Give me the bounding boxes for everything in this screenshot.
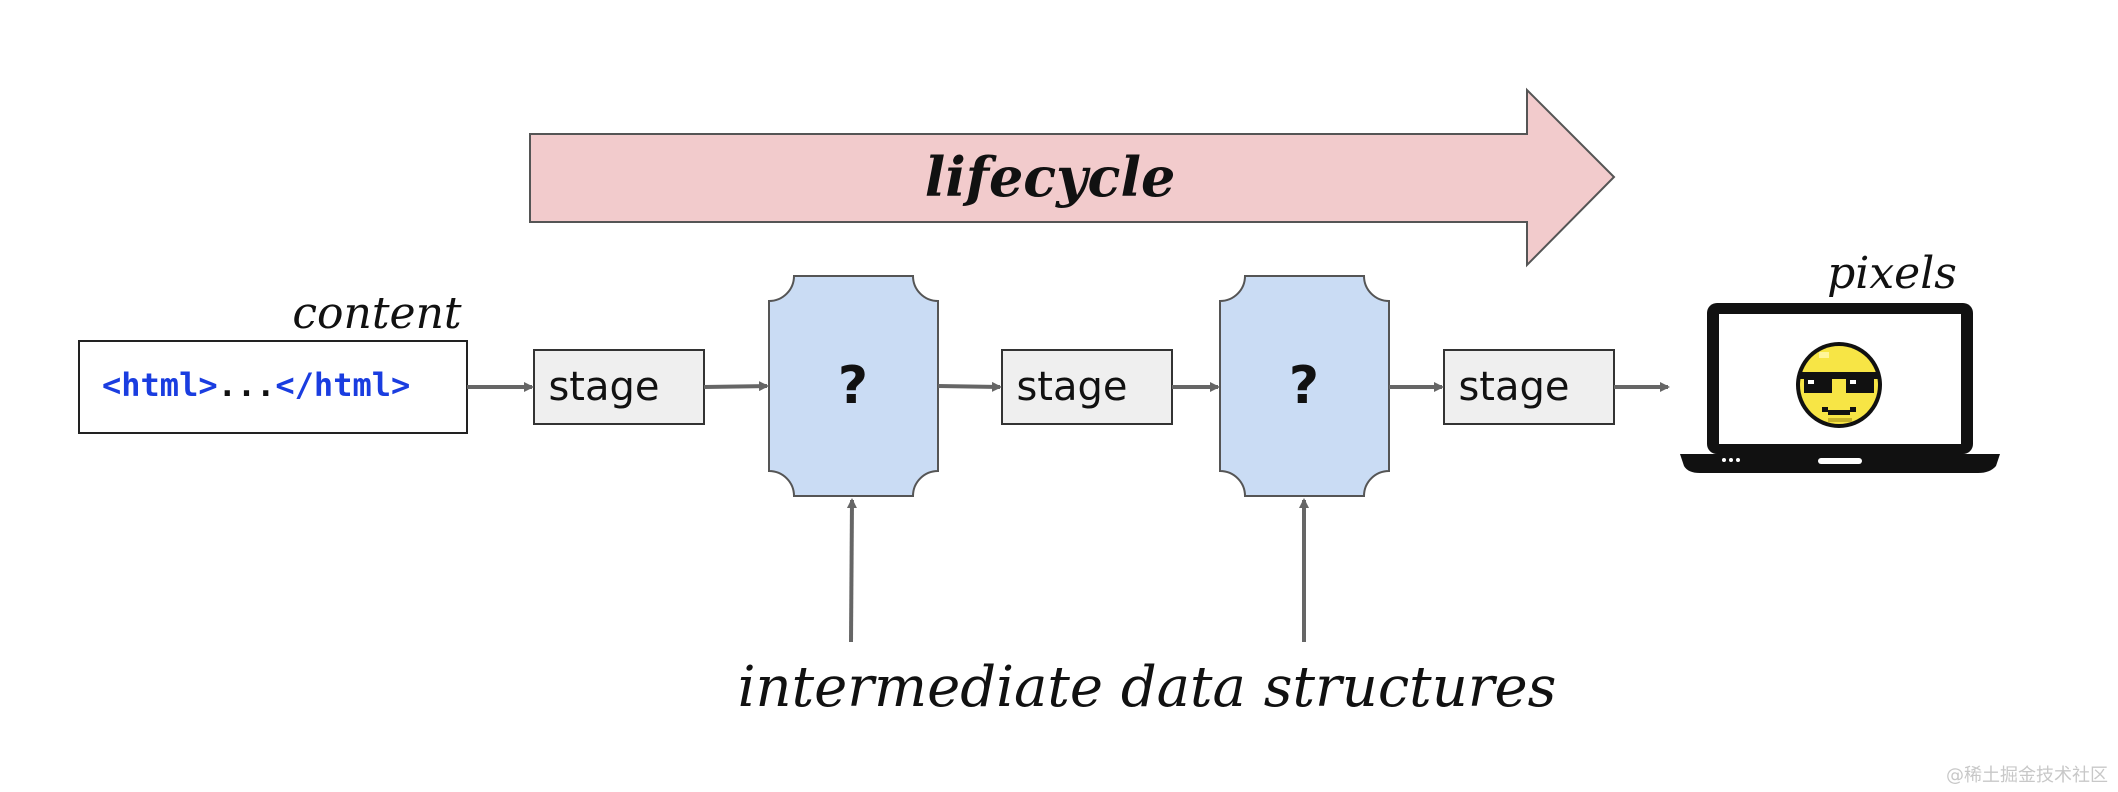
- stage-label-2: stage: [1016, 364, 1127, 410]
- laptop-icon: [1680, 303, 2000, 473]
- data-structure-label-2: ?: [1289, 356, 1319, 416]
- stage-box-2: stage: [1001, 349, 1173, 425]
- html-content-box: <html>...</html>: [78, 340, 468, 434]
- stage-box-1: stage: [533, 349, 705, 425]
- pixels-label: pixels: [1827, 248, 1957, 299]
- data-structure-label-1: ?: [838, 356, 868, 416]
- stage-label-1: stage: [548, 364, 659, 410]
- stage-label-3: stage: [1458, 364, 1569, 410]
- intermediate-label: intermediate data structures: [738, 655, 1557, 720]
- watermark: @稀土掘金技术社区: [1946, 765, 2108, 786]
- data-structure-box-2: ?: [1219, 275, 1390, 497]
- data-structure-box-1: ?: [768, 275, 939, 497]
- stage-box-3: stage: [1443, 349, 1615, 425]
- flow-arrow-ds1-to-stage2: [937, 381, 1002, 392]
- pointer-arrow-ds1: [846, 498, 857, 643]
- content-label: content: [292, 288, 462, 339]
- html-ellipsis: ...: [218, 366, 276, 404]
- html-open-tag: <html>: [102, 366, 218, 404]
- svg-text:<html>...</html>: <html>...</html>: [102, 366, 410, 404]
- lifecycle-arrow: lifecycle: [529, 87, 1616, 268]
- lifecycle-label: lifecycle: [925, 145, 1176, 209]
- flow-arrow-stage1-to-ds1: [703, 381, 769, 392]
- html-close-tag: </html>: [275, 366, 410, 404]
- sunglasses-emoji-icon: [1796, 342, 1882, 428]
